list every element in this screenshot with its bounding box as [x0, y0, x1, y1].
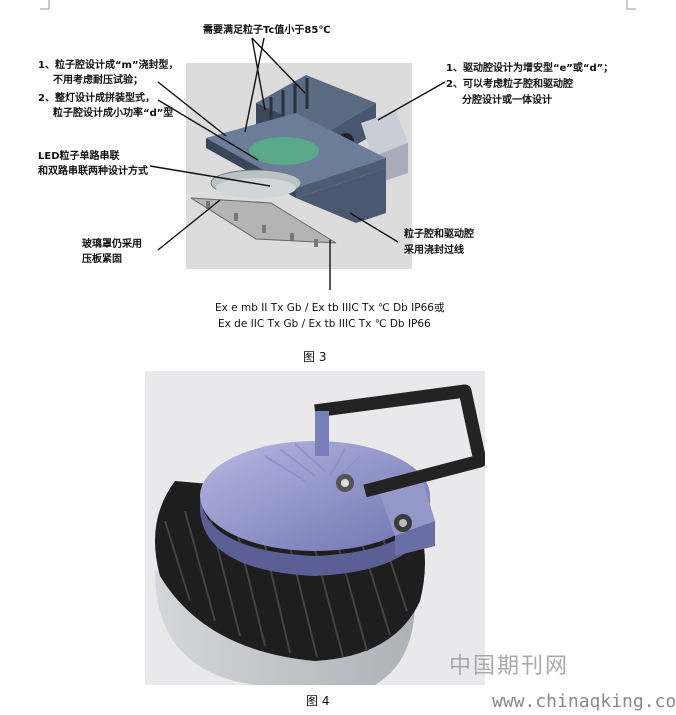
label-seal-line1: 粒子腔和驱动腔	[404, 229, 474, 240]
label-ex-marking-line2: Ex de IIC Tx Gb / Ex tb IIIC Tx ℃ Db IP6…	[218, 318, 431, 330]
label-ex-marking-line1: Ex e mb II Tx Gb / Ex tb IIIC Tx ℃ Db IP…	[215, 302, 445, 314]
label-right1: 1、驱动腔设计为增安型“e”或“d”；	[446, 63, 614, 74]
figure3-caption: 图 3	[303, 350, 327, 364]
figure4-caption: 图 4	[306, 694, 330, 708]
watermark-cn: 中国期刊网	[449, 654, 570, 679]
label-led-line2: 和双路串联两种设计方式	[38, 166, 148, 177]
label-right2-line1: 2、可以考虑粒子腔和驱动腔	[446, 79, 573, 90]
label-left2-line1: 2、整灯设计成拼装型式，	[38, 93, 155, 104]
label-top-tc: 需要满足粒子Tc值小于85℃	[203, 25, 331, 36]
figure4-luminaire-render	[145, 371, 485, 685]
luminaire-3d-render	[155, 384, 485, 685]
label-left1-line1: 1、粒子腔设计成“m”浇封型，	[38, 60, 179, 71]
page-corner-mark-left	[40, 0, 50, 10]
label-left2-line2: 粒子腔设计成小功率“d”型	[53, 108, 174, 119]
label-left1-line2: 不用考虑耐压试验；	[53, 75, 143, 86]
label-right2-line2: 分腔设计或一体设计	[462, 95, 552, 106]
label-seal-line2: 采用浇封过线	[404, 245, 464, 256]
label-led-line1: LED粒子单路串联	[38, 151, 120, 162]
label-glass-line1: 玻璃罩仍采用	[82, 239, 142, 250]
page-corner-mark-right	[626, 0, 636, 10]
watermark-url: www.chinaqking.com	[492, 691, 676, 712]
figure3-leader-lines	[149, 37, 446, 290]
label-glass-line2: 压板紧固	[82, 254, 122, 265]
